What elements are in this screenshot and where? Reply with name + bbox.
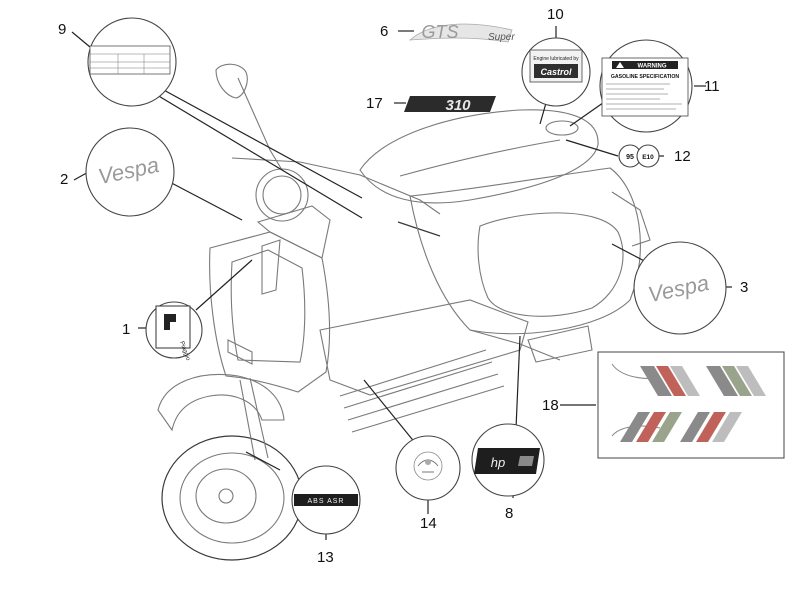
callout-14: 14 <box>420 515 437 532</box>
warning-triangle-icon <box>616 62 624 68</box>
seat-line <box>399 139 561 177</box>
front-wheel-tire <box>161 435 303 561</box>
headlight <box>255 168 309 222</box>
front-vents <box>227 339 253 365</box>
front-hub <box>218 488 234 504</box>
seat <box>359 109 599 204</box>
callout-18: 18 <box>542 397 559 414</box>
tail-rack <box>611 191 651 247</box>
decal-10-castrol: Engine lubricated by Castrol <box>521 37 591 107</box>
castrol-logo-icon <box>534 64 578 78</box>
model-badge-text: 310 <box>445 97 471 114</box>
decal-18-stripe-set <box>597 351 785 459</box>
warning-title-text: WARNING <box>638 64 667 70</box>
callout-3: 3 <box>740 279 748 296</box>
decal-1-badge: Piaggio <box>145 301 203 362</box>
floorboard-rails <box>339 349 505 433</box>
callout-1: 1 <box>122 321 130 338</box>
callout-13: 13 <box>317 549 334 566</box>
exhaust <box>527 325 593 363</box>
abs-asr-text: ABS ASR <box>308 498 345 505</box>
leg-shield <box>209 231 331 393</box>
mirror <box>215 63 248 99</box>
front-wheel-rim <box>179 452 285 544</box>
callout-9: 9 <box>58 21 66 38</box>
headlight-inner <box>262 175 302 215</box>
front-fork <box>239 377 269 461</box>
decal-6-gts-super: GTS Super <box>408 22 515 43</box>
gasoline-spec-text: GASOLINE SPECIFICATION <box>611 74 679 80</box>
callout-numbers: 9 2 1 6 17 10 11 12 3 18 8 14 13 <box>58 6 748 566</box>
callout-17: 17 <box>366 95 383 112</box>
front-fender <box>157 373 285 432</box>
decal-13-abs-asr: ABS ASR <box>291 465 361 535</box>
callout-6: 6 <box>380 23 388 40</box>
decal-12-fuel-stickers: 95 E10 <box>618 144 660 168</box>
fuel-cap <box>545 120 579 136</box>
decal-9-info-label <box>87 17 177 107</box>
gts-super-text: Super <box>488 32 515 43</box>
callout-8: 8 <box>505 505 513 522</box>
castrol-top-text: Engine lubricated by <box>533 56 579 62</box>
hp-badge-text: hp <box>491 455 505 470</box>
fuel-e10-text: E10 <box>642 154 654 161</box>
decal-8-hp-badge: hp <box>471 423 545 497</box>
gts-logo-text: GTS <box>421 22 458 42</box>
callout-10: 10 <box>547 6 564 23</box>
mirror-stem <box>237 77 283 171</box>
decal-3-vespa-logo: Vespa <box>633 241 727 335</box>
callout-11: 11 <box>704 78 720 95</box>
horn-cover <box>256 205 331 259</box>
front-badge-slot <box>261 239 281 295</box>
front-brake-disc <box>195 468 257 524</box>
rear-body <box>409 167 641 335</box>
callout-2: 2 <box>60 171 68 188</box>
decal-11-warning-label: WARNING GASOLINE SPECIFICATION <box>599 39 693 133</box>
handlebar-grip <box>397 221 441 237</box>
castrol-brand-text: Castrol <box>540 67 572 77</box>
callout-12: 12 <box>674 148 691 165</box>
floorboard <box>319 299 529 396</box>
fuel-95-text: 95 <box>626 154 634 161</box>
leg-shield-inner <box>230 249 306 363</box>
scooter-drawing <box>157 63 651 561</box>
handlebar <box>231 157 441 215</box>
decal-2-vespa-logo: Vespa <box>85 127 175 217</box>
decal-17-model-badge: 310 <box>404 96 496 114</box>
side-cowl <box>477 212 624 317</box>
badge-logo-icon <box>164 314 176 330</box>
decal-14-seal <box>395 435 461 501</box>
